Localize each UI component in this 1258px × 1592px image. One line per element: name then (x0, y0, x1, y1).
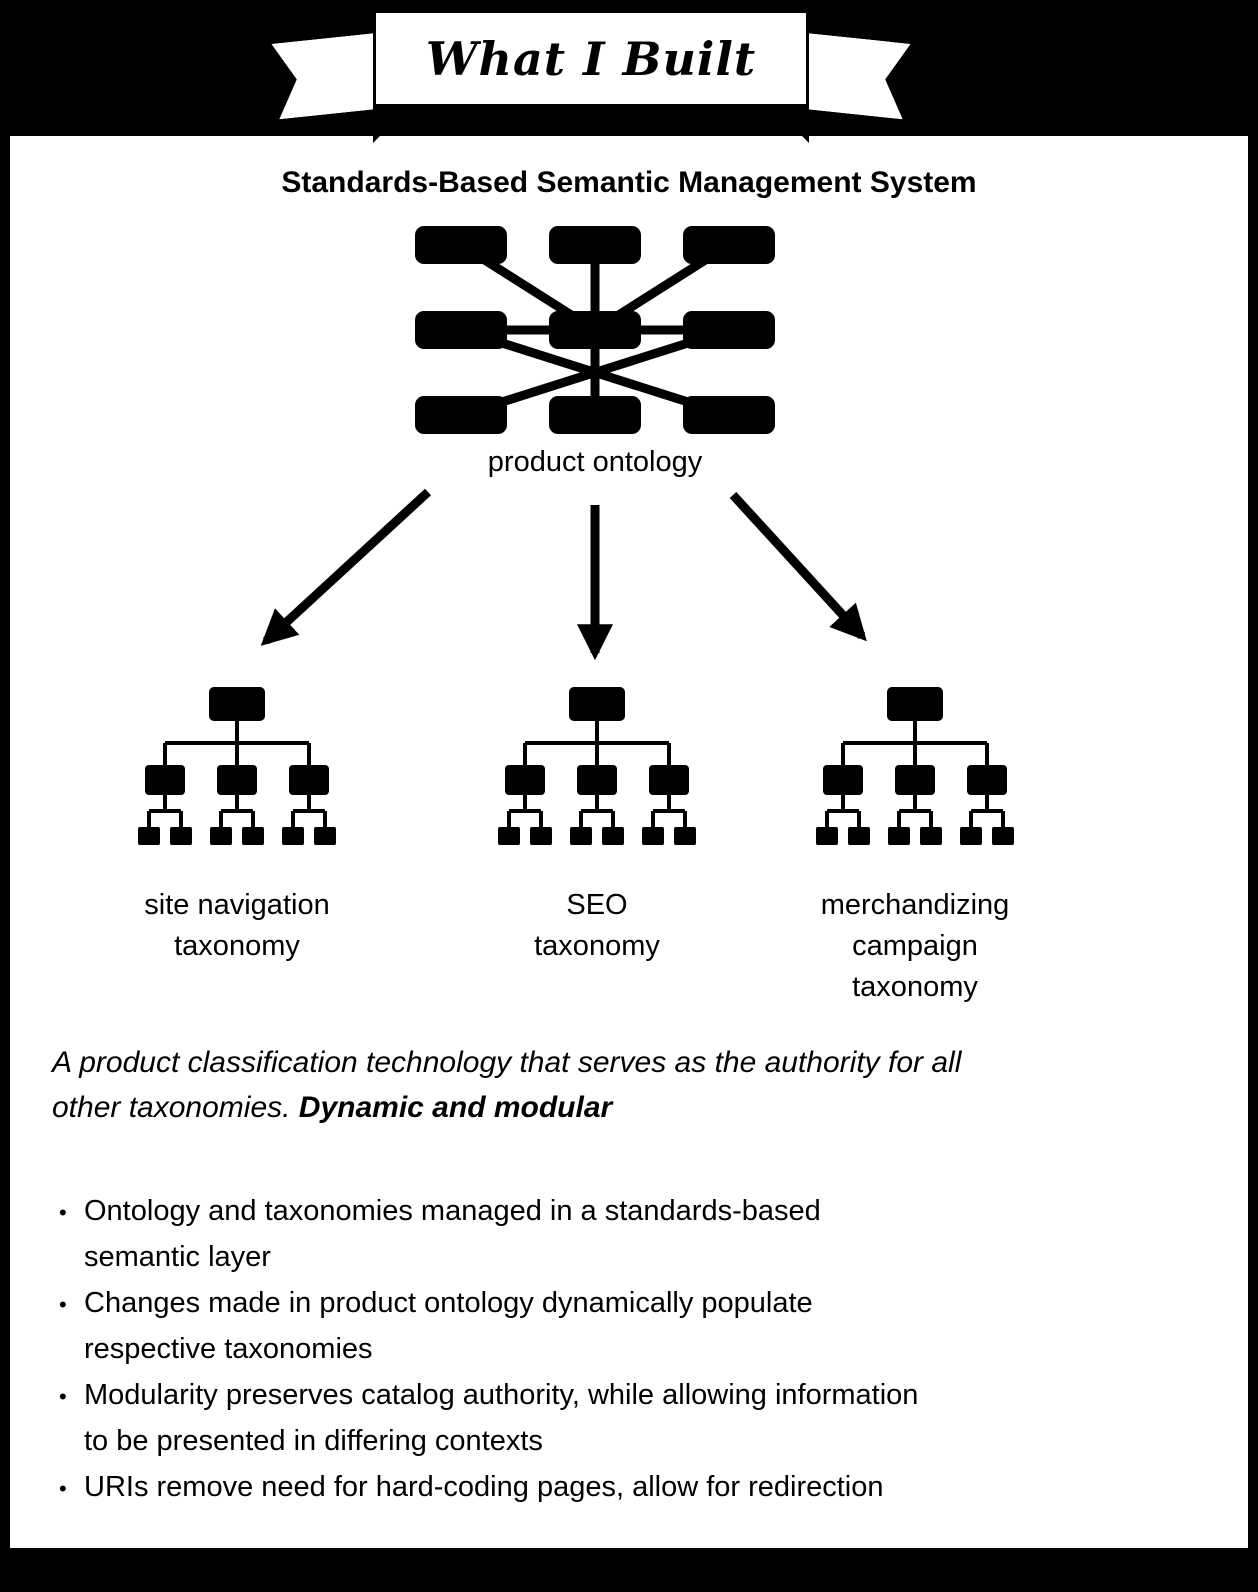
network-nodes (415, 226, 775, 434)
tree-diagram-icon (492, 685, 702, 877)
ontology-label: product ontology (487, 446, 703, 478)
bullet-text: Modularity preserves catalog authority, … (84, 1379, 919, 1457)
arrow-to-merch-icon (729, 491, 867, 642)
ribbon-wing-left-icon (271, 33, 386, 120)
description-text: A product classification technology that… (52, 1046, 962, 1124)
tree-diagram-icon (810, 685, 1020, 877)
product-ontology-network-icon (415, 226, 775, 434)
bullet-item-1: Ontology and taxonomies managed in a sta… (52, 1188, 1212, 1280)
description-emphasis: Dynamic and modular (298, 1091, 613, 1124)
ribbon-fold-right-icon (769, 103, 809, 143)
slide: Standards-Based Semantic Management Syst… (10, 136, 1248, 1548)
page-title: Standards-Based Semantic Management Syst… (281, 166, 977, 199)
bullet-item-4: URIs remove need for hard-coding pages, … (52, 1464, 1212, 1512)
bullet-text: URIs remove need for hard-coding pages, … (84, 1471, 884, 1503)
ribbon-wing-right-icon (795, 33, 910, 120)
taxonomy-merchandizing: merchandizing campaign taxonomy (775, 685, 1055, 1008)
taxonomy-label-seo: SEO taxonomy (534, 889, 660, 962)
arrow-to-site-nav-icon (260, 488, 432, 646)
description: A product classification technology that… (52, 1040, 1202, 1130)
banner-title: What I Built (425, 31, 757, 86)
banner-panel: What I Built (373, 10, 809, 107)
tree-diagram-icon (132, 685, 342, 877)
bullet-item-2: Changes made in product ontology dynamic… (52, 1280, 1212, 1372)
flow-arrows (260, 488, 867, 661)
bullet-list: Ontology and taxonomies managed in a sta… (52, 1188, 1212, 1512)
bullet-text: Ontology and taxonomies managed in a sta… (84, 1195, 821, 1273)
banner-ribbon: What I Built (261, 6, 921, 166)
bullet-item-3: Modularity preserves catalog authority, … (52, 1372, 1212, 1464)
taxonomy-site-navigation: site navigation taxonomy (97, 685, 377, 967)
taxonomy-seo: SEO taxonomy (457, 685, 737, 967)
taxonomy-label-merchandizing: merchandizing campaign taxonomy (820, 889, 1010, 1003)
ribbon-fold-left-icon (373, 103, 413, 143)
taxonomy-label-site-navigation: site navigation taxonomy (144, 889, 330, 962)
bullet-text: Changes made in product ontology dynamic… (84, 1287, 813, 1365)
